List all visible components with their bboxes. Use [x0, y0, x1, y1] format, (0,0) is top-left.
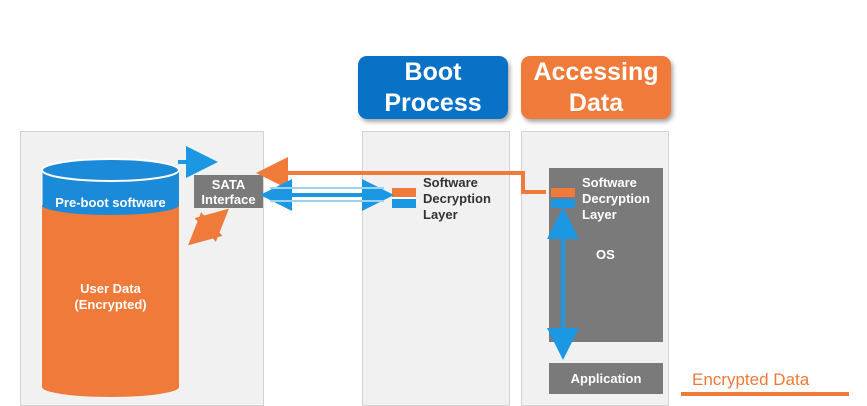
legend-underline — [681, 392, 849, 396]
legend-encrypted-data: Encrypted Data — [692, 370, 810, 389]
preboot-software-label: Pre-boot software — [55, 195, 166, 210]
user-data-label: User Data (Encrypted) — [74, 281, 147, 312]
boot-decryption-label: Software Decryption Layer — [423, 175, 491, 222]
accessing-data-header: Accessing Data — [521, 56, 671, 119]
os-decryption-icon — [551, 188, 575, 208]
boot-process-header: Boot Process — [358, 56, 508, 119]
boot-process-panel — [362, 131, 510, 406]
sata-drive-orange-arrow — [188, 208, 229, 246]
os-label: OS — [596, 247, 615, 262]
os-decryption-label: Software Decryption Layer — [582, 175, 650, 222]
boot-decryption-icon — [392, 188, 416, 208]
os-to-sata-orange-path — [256, 157, 546, 194]
application-box: Application — [549, 363, 663, 394]
sata-interface-box: SATA Interface — [194, 175, 263, 208]
